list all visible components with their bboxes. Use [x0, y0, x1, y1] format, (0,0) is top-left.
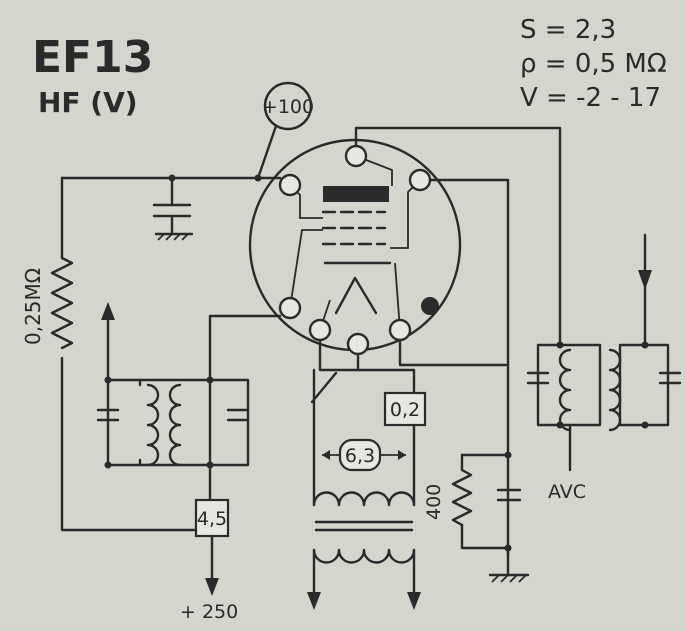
screen-decoupling-capacitor	[152, 176, 194, 241]
plate-resistor-lead-bottom	[60, 356, 198, 532]
cathode-network	[451, 451, 530, 583]
pin-cathode	[388, 318, 412, 342]
anode-plate	[323, 186, 389, 202]
heater-filament	[334, 276, 378, 315]
screen-voltage-circle	[263, 81, 313, 131]
plate-resistor-label: 0,25MΩ	[21, 268, 45, 345]
tube-electrodes	[289, 155, 439, 331]
filament-voltage-box	[338, 438, 382, 472]
pin-grid	[278, 296, 302, 320]
spec-rho: ρ = 0,5 MΩ	[520, 49, 667, 79]
heater-bus-wire	[318, 338, 416, 372]
supply-arrow-head	[205, 578, 219, 596]
filament-current-box	[383, 391, 427, 427]
pin-heater-1	[308, 318, 332, 342]
input-tank-circuit	[96, 376, 250, 469]
input-arrow-head	[101, 302, 115, 320]
filament-current-label: 0,2	[390, 399, 420, 421]
spec-s: S = 2,3	[520, 15, 616, 45]
avc-label: AVC	[548, 481, 586, 503]
tube-name: EF13	[32, 32, 153, 83]
tube-pins	[278, 144, 432, 356]
grid-inner-wire	[289, 229, 323, 309]
pin-top	[344, 144, 368, 168]
heater-switch	[310, 371, 338, 404]
cathode-to-bus-wire	[398, 338, 510, 367]
output-arrow-head	[638, 270, 652, 290]
pin-screen	[278, 173, 302, 197]
tube-type: HF (V)	[38, 86, 138, 119]
screen-voltage-label: +100	[262, 96, 314, 118]
pin-heater-2	[346, 332, 370, 356]
filament-voltage-label: 6,3	[345, 445, 375, 467]
spec-v: V = -2 - 17	[520, 83, 661, 113]
screen-supply-lead	[256, 124, 278, 180]
supply-label: + 250	[180, 601, 238, 623]
cathode-bus-wire	[428, 178, 510, 557]
heater-transformer	[307, 491, 421, 610]
output-tank-circuit	[526, 341, 682, 432]
plate-resistor	[50, 256, 74, 350]
tube-envelope	[248, 138, 462, 352]
shield-dot	[421, 297, 439, 315]
plate-current-label: 4,5	[197, 508, 227, 530]
anode-top-wire	[354, 126, 562, 347]
grid-lines	[321, 210, 387, 246]
pin-anode	[408, 168, 432, 192]
grid-connection-wire	[208, 314, 282, 382]
junction	[254, 174, 262, 182]
top-cap-inner-wire	[355, 155, 393, 186]
cathode-resistor-label: 400	[423, 484, 445, 520]
